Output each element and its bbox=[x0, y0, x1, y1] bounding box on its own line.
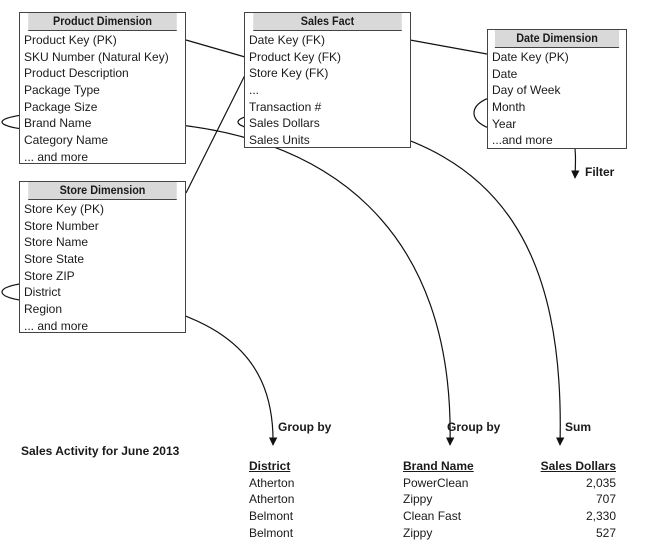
sales-cell: 2,035 bbox=[585, 475, 616, 490]
district-cell: Belmont bbox=[249, 525, 294, 540]
store-field: ... and more bbox=[24, 318, 89, 333]
store-dimension-title: Store Dimension bbox=[28, 182, 177, 200]
fact-field: Date Key (FK) bbox=[249, 33, 326, 47]
store-field: Store ZIP bbox=[24, 268, 75, 283]
sales-fact-table: Sales Fact Date Key (FK) Product Key (FK… bbox=[244, 12, 411, 148]
fact-field: Sales Units bbox=[249, 133, 310, 148]
sum-arrow bbox=[341, 121, 565, 446]
sales-header: Sales Dollars bbox=[540, 459, 616, 473]
district-column: District Atherton Atherton Belmont Belmo… bbox=[249, 458, 349, 541]
brand-cell: Zippy bbox=[403, 492, 433, 507]
product-field: SKU Number (Natural Key) bbox=[24, 49, 169, 64]
sum-label: Sum bbox=[565, 420, 592, 434]
fact-field: ... bbox=[249, 83, 260, 98]
filter-label: Filter bbox=[585, 165, 615, 179]
product-field: Brand Name bbox=[24, 116, 92, 131]
brand-header: Brand Name bbox=[403, 459, 474, 473]
store-field: Region bbox=[24, 302, 63, 317]
sales-fact-title: Sales Fact bbox=[253, 13, 402, 31]
product-field: Package Size bbox=[24, 99, 98, 114]
group-by-brand-label: Group by bbox=[447, 420, 501, 434]
brand-cell: PowerClean bbox=[403, 475, 469, 490]
store-field: Store Name bbox=[24, 235, 89, 250]
join-line-store bbox=[185, 74, 246, 194]
district-header: District bbox=[249, 459, 291, 473]
group-by-brand-arrow bbox=[141, 121, 455, 446]
date-field: Month bbox=[492, 100, 526, 115]
date-field: Date Key (PK) bbox=[492, 50, 569, 64]
date-dimension-table: Date Dimension Date Key (PK) Date Day of… bbox=[487, 29, 627, 149]
date-field: Day of Week bbox=[492, 83, 561, 98]
group-by-district-label: Group by bbox=[278, 420, 332, 434]
product-field: Product Description bbox=[24, 66, 129, 81]
fact-field: Transaction # bbox=[249, 99, 322, 114]
report-title: Sales Activity for June 2013 bbox=[21, 444, 180, 458]
product-field: Product Key (PK) bbox=[24, 33, 117, 47]
product-dimension-title: Product Dimension bbox=[28, 13, 177, 31]
sales-cell: 527 bbox=[595, 525, 616, 540]
store-dimension-table: Store Dimension Store Key (PK) Store Num… bbox=[19, 181, 186, 333]
date-field: Date bbox=[492, 66, 518, 81]
store-field: Store Number bbox=[24, 218, 99, 233]
product-field: Category Name bbox=[24, 133, 109, 148]
date-field: Year bbox=[492, 116, 517, 131]
brand-column: Brand Name PowerClean Zippy Clean Fast Z… bbox=[403, 458, 513, 541]
fact-field: Store Key (FK) bbox=[249, 66, 329, 81]
store-field: Store Key (PK) bbox=[24, 202, 105, 216]
product-field: ... and more bbox=[24, 149, 89, 164]
district-cell: Atherton bbox=[249, 475, 295, 490]
store-field: Store State bbox=[24, 252, 85, 267]
store-field: District bbox=[24, 285, 61, 300]
join-line-product bbox=[185, 39, 246, 58]
date-field: ...and more bbox=[492, 133, 553, 148]
fact-field: Product Key (FK) bbox=[249, 49, 342, 64]
sales-cell: 2,330 bbox=[585, 509, 616, 524]
district-cell: Atherton bbox=[249, 492, 295, 507]
fact-field: Sales Dollars bbox=[249, 116, 320, 131]
date-dimension-title: Date Dimension bbox=[494, 30, 620, 48]
product-field: Package Type bbox=[24, 83, 100, 98]
brand-cell: Zippy bbox=[403, 525, 433, 540]
product-dimension-table: Product Dimension Product Key (PK) SKU N… bbox=[19, 12, 186, 164]
brand-cell: Clean Fast bbox=[403, 509, 462, 524]
join-line-date bbox=[409, 39, 488, 55]
sales-cell: 707 bbox=[595, 492, 616, 507]
district-cell: Belmont bbox=[249, 509, 294, 524]
sales-column: Sales Dollars 2,035 707 2,330 527 bbox=[530, 458, 616, 541]
